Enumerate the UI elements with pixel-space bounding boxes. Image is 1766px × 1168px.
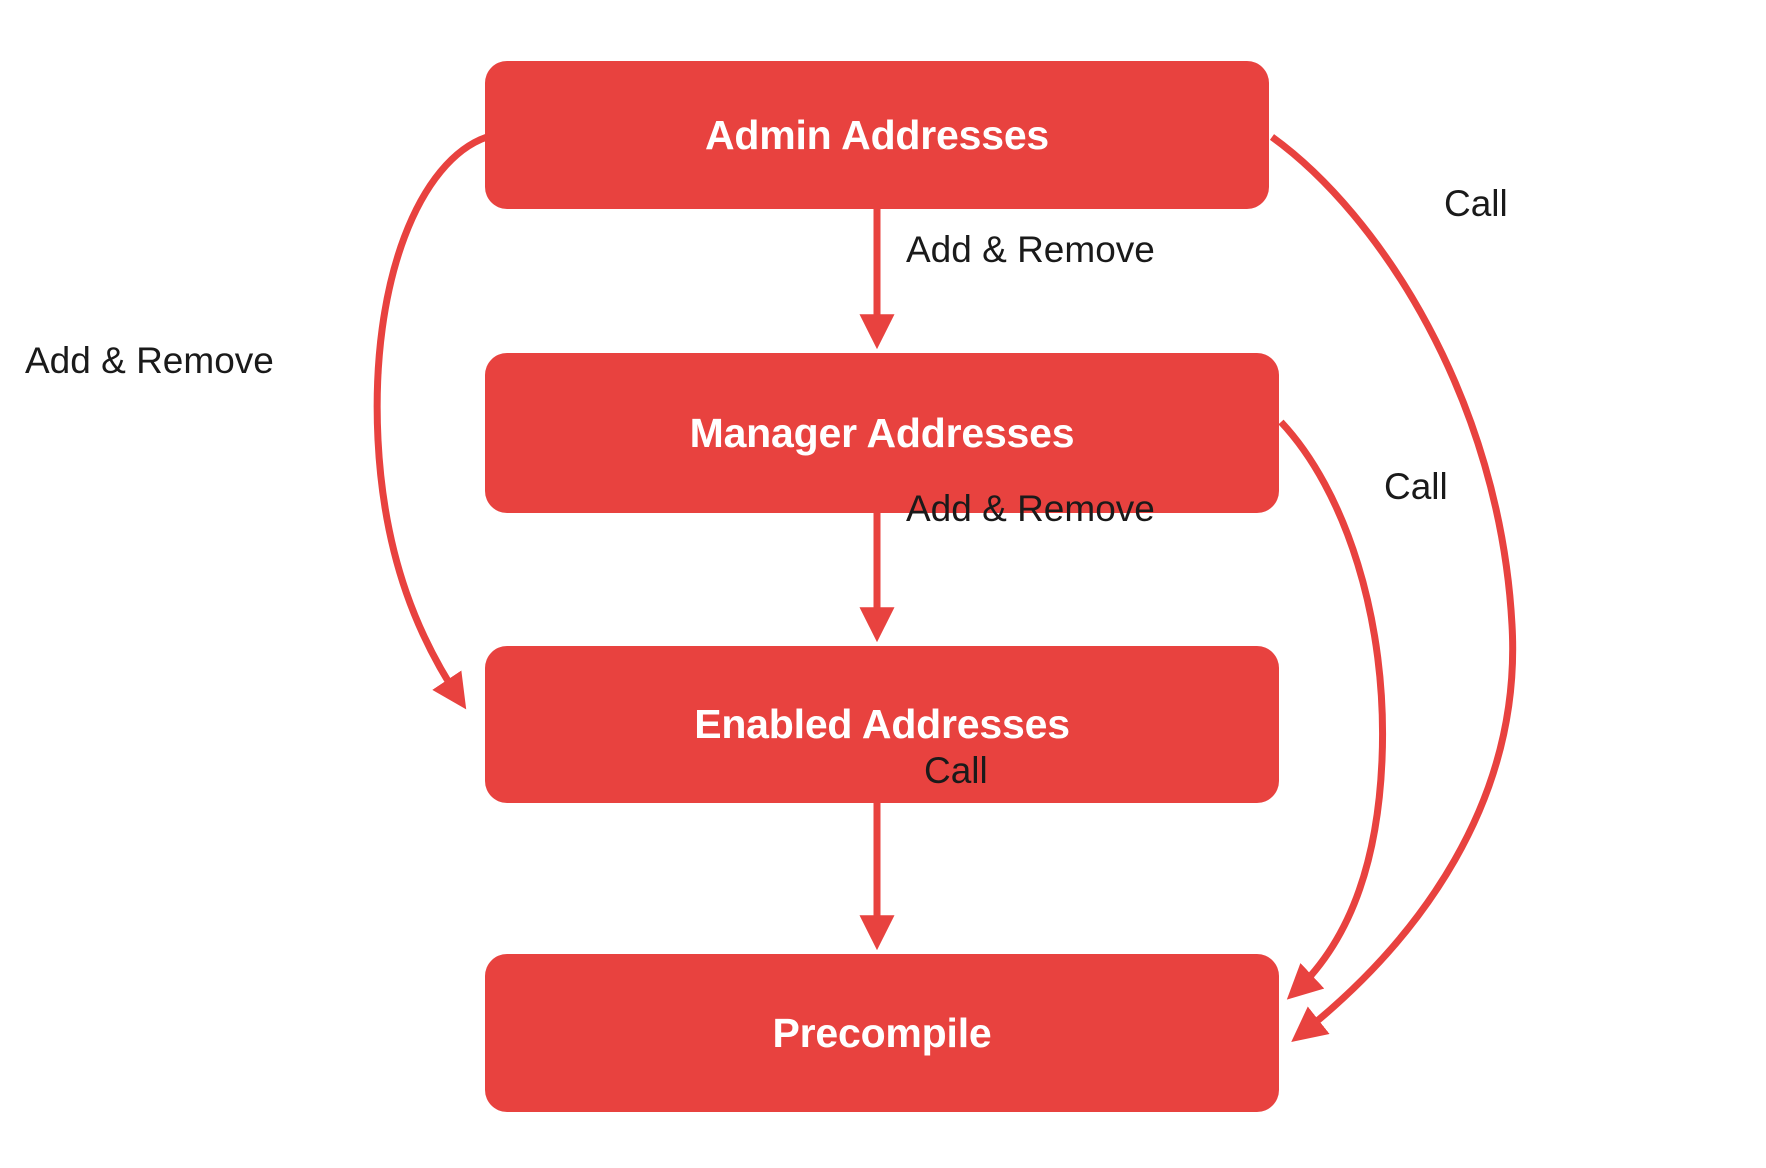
node-admin-addresses[interactable]: Admin Addresses bbox=[485, 61, 1269, 209]
edge-admin-enabled bbox=[373, 133, 489, 710]
edge-label-admin-enabled: Add & Remove bbox=[25, 340, 274, 381]
edge-admin-precompile bbox=[1269, 134, 1517, 1042]
edge-label-manager-enabled: Add & Remove bbox=[906, 488, 1155, 529]
node-admin-addresses-label: Admin Addresses bbox=[704, 111, 1050, 158]
node-manager-addresses[interactable]: Manager Addresses bbox=[485, 353, 1279, 513]
edge-label-manager-precompile: Call bbox=[1384, 466, 1448, 507]
edge-label-admin-precompile: Call bbox=[1444, 183, 1508, 224]
node-enabled-addresses-label: Enabled Addresses bbox=[694, 701, 1070, 747]
node-precompile[interactable]: Precompile bbox=[485, 954, 1279, 1112]
node-manager-addresses-label: Manager Addresses bbox=[689, 409, 1075, 456]
edge-label-admin-manager: Add & Remove bbox=[906, 229, 1155, 270]
node-enabled-addresses[interactable]: Enabled Addresses bbox=[485, 646, 1279, 803]
edge-manager-precompile bbox=[1278, 419, 1387, 1000]
node-precompile-label: Precompile bbox=[772, 1009, 992, 1056]
edge-label-enabled-precompile: Call bbox=[924, 750, 988, 791]
